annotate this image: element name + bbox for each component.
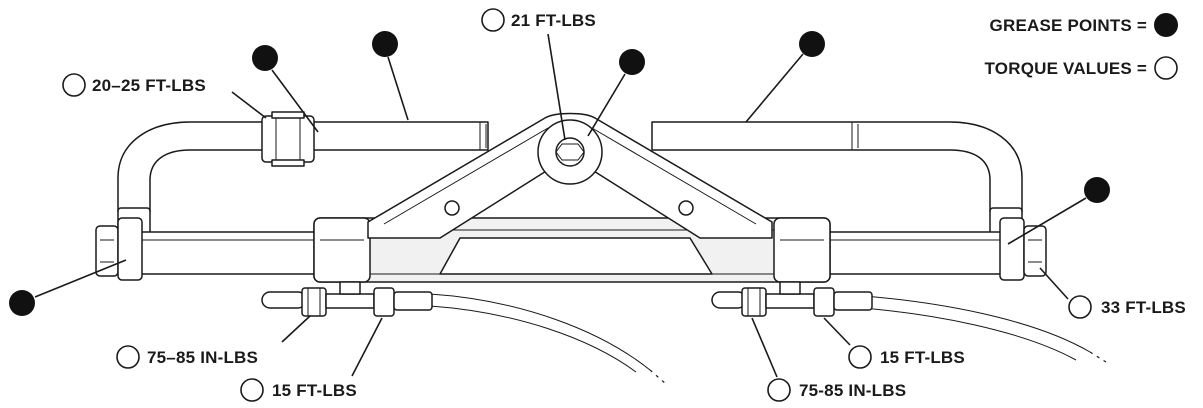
grease-point-left-rod-end bbox=[9, 259, 127, 316]
torque-value-icon bbox=[240, 378, 264, 402]
torque-label-center-bolt: 21 FT-LBS bbox=[511, 11, 596, 30]
grease-point-left-tube-a bbox=[252, 45, 319, 133]
grease-point-icon bbox=[9, 290, 35, 316]
torque-label-right-rod-end-nut: 33 FT-LBS bbox=[1101, 298, 1186, 317]
grease-point-icon bbox=[799, 31, 825, 57]
torque-callout-left-bleeder: 75–85 IN-LBS bbox=[116, 315, 311, 369]
torque-value-icon bbox=[116, 345, 140, 369]
left-hydraulic-fittings bbox=[261, 281, 433, 317]
torque-value-icon bbox=[62, 73, 86, 97]
torque-value-icon bbox=[767, 378, 791, 402]
grease-point-right-tube bbox=[745, 31, 825, 123]
grease-point-right-rod-end bbox=[1007, 177, 1110, 245]
grease-point-icon bbox=[252, 45, 278, 71]
legend: GREASE POINTS = TORQUE VALUES = bbox=[985, 13, 1178, 80]
torque-callout-right-bleeder: 75-85 IN-LBS bbox=[751, 317, 906, 402]
torque-label-right-bleeder: 75-85 IN-LBS bbox=[799, 381, 906, 400]
legend-torque-icon bbox=[1154, 56, 1178, 80]
torque-callout-right-fitting: 15 FT-LBS bbox=[823, 317, 965, 369]
legend-torque-label: TORQUE VALUES = bbox=[985, 59, 1147, 78]
grease-point-center-bolt bbox=[587, 49, 645, 137]
tie-bar-bracket bbox=[367, 112, 773, 239]
torque-label-left-tube-nut: 20–25 FT-LBS bbox=[92, 76, 206, 95]
left-tube-nut bbox=[261, 111, 315, 167]
torque-label-left-bleeder: 75–85 IN-LBS bbox=[147, 348, 258, 367]
right-hydraulic-fittings bbox=[711, 281, 873, 317]
torque-label-left-fitting: 15 FT-LBS bbox=[272, 381, 357, 400]
legend-grease-icon bbox=[1154, 13, 1178, 37]
grease-point-icon bbox=[619, 49, 645, 75]
grease-point-icon bbox=[1084, 177, 1110, 203]
torque-callout-left-tube-nut: 20–25 FT-LBS bbox=[62, 73, 267, 119]
torque-value-icon bbox=[481, 8, 505, 32]
torque-callout-center-bolt: 21 FT-LBS bbox=[481, 8, 596, 141]
grease-point-left-tube-b bbox=[372, 31, 409, 121]
legend-grease-label: GREASE POINTS = bbox=[990, 16, 1147, 35]
torque-callout-left-fitting: 15 FT-LBS bbox=[240, 317, 383, 402]
torque-callout-right-rod-end-nut: 33 FT-LBS bbox=[1039, 267, 1186, 319]
torque-value-icon bbox=[1068, 295, 1092, 319]
right-rod-end bbox=[999, 217, 1047, 281]
torque-label-right-fitting: 15 FT-LBS bbox=[880, 348, 965, 367]
grease-point-icon bbox=[372, 31, 398, 57]
torque-value-icon bbox=[848, 345, 872, 369]
left-rod-end bbox=[95, 217, 143, 281]
